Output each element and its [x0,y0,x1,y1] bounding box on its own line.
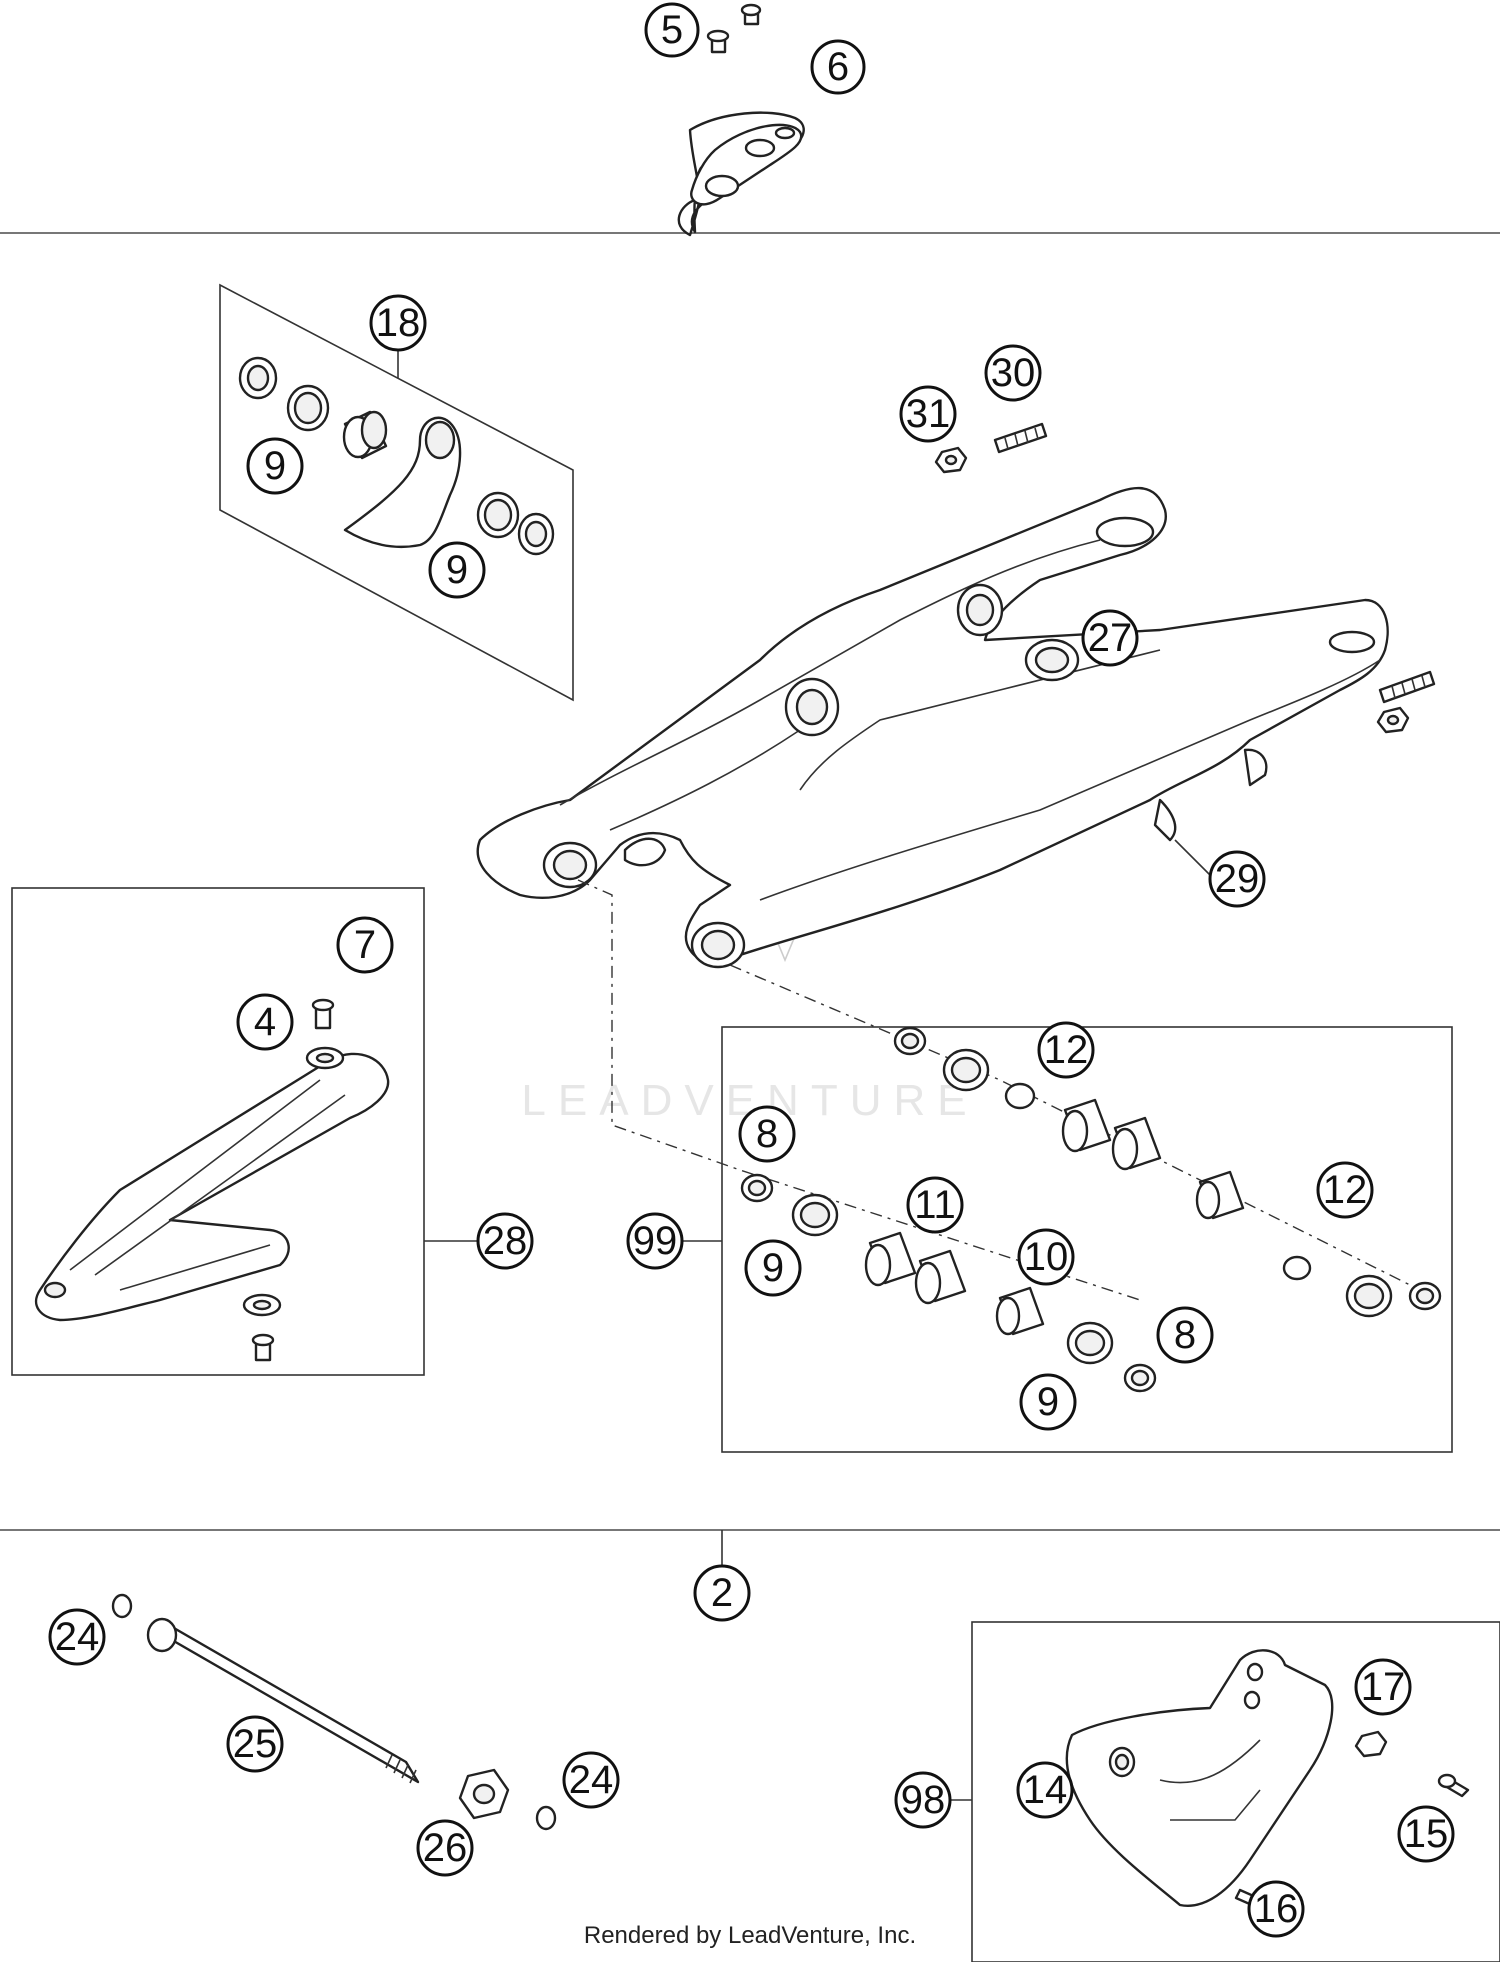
callout-29: 29 [1208,850,1266,908]
adjuster-bolt-part-30 [993,422,1436,704]
svg-text:12: 12 [1044,1028,1089,1072]
callout-2: 2 [693,1564,751,1622]
callout-16: 16 [1247,1880,1305,1938]
callout-27: 27 [1081,609,1139,667]
svg-text:2: 2 [711,1571,733,1615]
callout-9-b: 9 [428,541,486,599]
svg-text:10: 10 [1024,1235,1069,1279]
callout-12-a: 12 [1037,1021,1095,1079]
callout-4: 4 [236,993,294,1051]
callout-18: 18 [369,294,427,352]
svg-text:5: 5 [661,8,683,52]
svg-text:14: 14 [1023,1768,1068,1812]
axis-line-left [577,879,1141,1301]
callout-30: 30 [984,344,1042,402]
svg-text:11: 11 [914,1183,956,1227]
callout-9-d: 9 [1019,1373,1077,1431]
callout-9-a: 9 [246,437,304,495]
callout-12-b: 12 [1316,1161,1374,1219]
callout-7: 7 [336,916,394,974]
svg-text:8: 8 [756,1112,778,1156]
chain-guide-part-14 [1065,1649,1334,1907]
adjuster-nut-part-31 [934,446,1410,734]
kit-box-28 [11,887,425,1376]
svg-text:18: 18 [376,301,421,345]
callout-15: 15 [1397,1805,1455,1863]
svg-text:99: 99 [633,1219,678,1263]
bushing-part-27 [1024,638,1080,682]
pivot-axle-part-25 [146,1617,420,1784]
svg-text:25: 25 [233,1722,278,1766]
callout-28: 28 [476,1212,534,1270]
svg-text:9: 9 [762,1246,784,1290]
callout-31: 31 [899,385,957,443]
nut-part-17 [1354,1730,1388,1758]
callout-98: 98 [894,1771,952,1829]
callout-14: 14 [1016,1761,1074,1819]
svg-text:26: 26 [423,1826,468,1870]
chain-slider-part-6 [677,111,805,237]
callout-9-c: 9 [744,1239,802,1297]
axle-nut-part-26 [458,1768,510,1820]
callout-99: 99 [626,1212,684,1270]
svg-text:8: 8 [1174,1313,1196,1357]
washer-part-4 [242,1046,345,1317]
svg-text:6: 6 [827,45,849,89]
kit-box-99 [721,1026,1453,1453]
callout-25: 25 [226,1715,284,1773]
callout-17: 17 [1354,1658,1412,1716]
kit-box-18 [219,283,574,702]
callout-24-b: 24 [562,1751,620,1809]
svg-text:4: 4 [254,1000,276,1044]
svg-text:29: 29 [1215,857,1260,901]
svg-text:9: 9 [264,444,286,488]
callout-10: 10 [1017,1228,1075,1286]
svg-text:28: 28 [483,1219,528,1263]
bearing-kit-99-parts [740,1026,1442,1393]
kit-18-parts [238,356,555,556]
svg-text:15: 15 [1404,1812,1449,1856]
svg-text:17: 17 [1361,1665,1406,1709]
svg-text:30: 30 [991,351,1036,395]
bolt-part-15 [1437,1773,1470,1798]
watermark: LEADVENTURE [521,1076,978,1125]
chain-guard-part-28 [34,1052,390,1322]
svg-text:98: 98 [901,1778,946,1822]
callout-26: 26 [416,1819,474,1877]
svg-text:24: 24 [55,1615,100,1659]
screw-part-7 [251,998,335,1362]
svg-text:12: 12 [1323,1168,1368,1212]
kit-box-98 [971,1621,1500,1962]
svg-text:7: 7 [354,923,376,967]
svg-text:27: 27 [1088,616,1133,660]
leader-29 [1174,839,1213,878]
callout-5: 5 [644,2,700,58]
callout-24-a: 24 [48,1608,106,1666]
callout-8-b: 8 [1156,1306,1214,1364]
svg-text:9: 9 [446,548,468,592]
cap-part-24 [111,1593,557,1831]
callout-6: 6 [810,39,866,95]
svg-text:9: 9 [1037,1380,1059,1424]
svg-text:16: 16 [1254,1887,1299,1931]
callout-11: 11 [906,1176,964,1234]
bolt-part-5 [706,3,762,54]
callout-8-a: 8 [738,1105,796,1163]
svg-text:24: 24 [569,1758,614,1802]
svg-text:31: 31 [906,392,951,436]
footer-credit: Rendered by LeadVenture, Inc. [583,1922,917,1949]
swingarm-part-29 [476,486,1389,969]
